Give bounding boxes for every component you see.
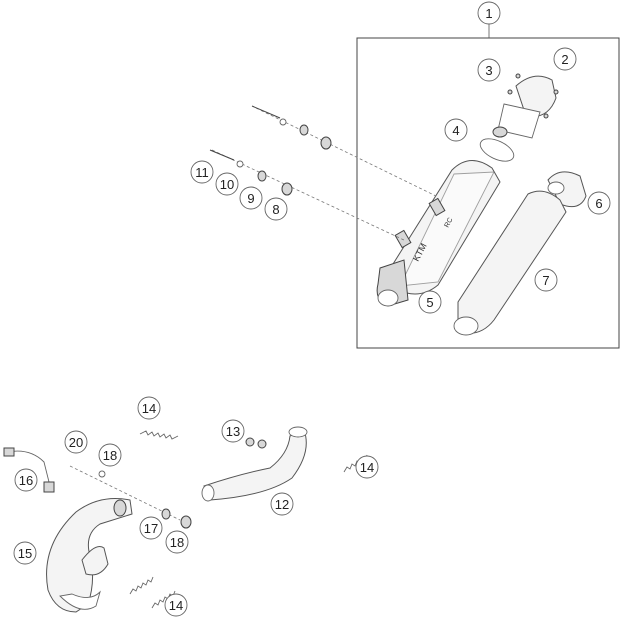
mounting-bolts bbox=[209, 105, 437, 241]
exhaust-springs bbox=[129, 430, 368, 609]
callout-10: 10 bbox=[215, 172, 239, 196]
callout-5: 5 bbox=[418, 290, 442, 314]
end-cap-screws bbox=[507, 73, 559, 119]
svg-text:11: 11 bbox=[195, 165, 209, 180]
callout-20: 20 bbox=[64, 430, 88, 454]
svg-text:7: 7 bbox=[542, 273, 549, 288]
svg-text:10: 10 bbox=[220, 177, 234, 192]
callout-2: 2 bbox=[553, 47, 577, 71]
callout-1: 1 bbox=[477, 1, 501, 25]
callout-18-top: 18 bbox=[98, 443, 122, 467]
svg-text:6: 6 bbox=[595, 196, 602, 211]
callout-18-bottom: 18 bbox=[165, 530, 189, 554]
svg-text:3: 3 bbox=[485, 63, 492, 78]
fastener-set bbox=[69, 437, 267, 529]
callout-3: 3 bbox=[477, 58, 501, 82]
svg-text:20: 20 bbox=[69, 435, 83, 450]
end-cap bbox=[492, 75, 557, 139]
callout-4: 4 bbox=[444, 118, 468, 142]
callout-15: 15 bbox=[13, 541, 37, 565]
svg-text:2: 2 bbox=[561, 52, 568, 67]
svg-text:13: 13 bbox=[226, 424, 240, 439]
svg-text:9: 9 bbox=[247, 191, 254, 206]
callout-8: 8 bbox=[264, 197, 288, 221]
callout-13: 13 bbox=[221, 419, 245, 443]
svg-text:12: 12 bbox=[275, 497, 289, 512]
svg-text:14: 14 bbox=[169, 598, 183, 613]
svg-text:14: 14 bbox=[142, 401, 156, 416]
silencer-sleeve bbox=[453, 190, 567, 336]
svg-text:16: 16 bbox=[19, 473, 33, 488]
silencer-assembly-frame bbox=[356, 24, 620, 349]
callout-14-right: 14 bbox=[355, 455, 379, 479]
connecting-pipe bbox=[201, 426, 308, 502]
svg-text:4: 4 bbox=[452, 123, 459, 138]
callout-12: 12 bbox=[270, 492, 294, 516]
callout-16: 16 bbox=[14, 468, 38, 492]
svg-text:14: 14 bbox=[360, 460, 374, 475]
o-ring bbox=[479, 138, 515, 162]
svg-text:1: 1 bbox=[485, 6, 492, 21]
callout-17: 17 bbox=[139, 516, 163, 540]
callout-11: 11 bbox=[190, 160, 214, 184]
svg-text:18: 18 bbox=[103, 448, 117, 463]
callout-6: 6 bbox=[587, 191, 611, 215]
callout-14-top: 14 bbox=[137, 396, 161, 420]
silencer-body: KTM RC bbox=[376, 160, 501, 307]
callout-7: 7 bbox=[534, 268, 558, 292]
svg-text:15: 15 bbox=[18, 546, 32, 561]
svg-text:5: 5 bbox=[426, 295, 433, 310]
lambda-sensor bbox=[3, 447, 55, 493]
svg-text:8: 8 bbox=[272, 202, 279, 217]
svg-text:17: 17 bbox=[144, 521, 158, 536]
callout-14-bottom: 14 bbox=[164, 593, 188, 617]
svg-text:RC: RC bbox=[444, 217, 455, 229]
callout-9: 9 bbox=[239, 186, 263, 210]
svg-text:18: 18 bbox=[170, 535, 184, 550]
header-pipe bbox=[46, 498, 133, 613]
